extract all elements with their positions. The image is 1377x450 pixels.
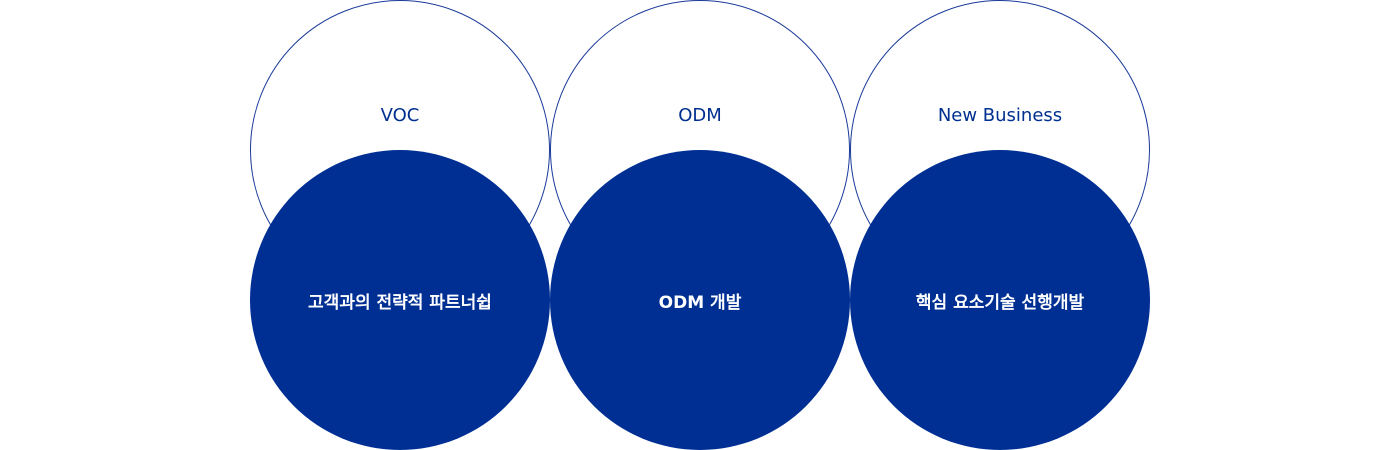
circle-label-new-business: New Business	[937, 105, 1063, 126]
filled-circle-core-tech: 핵심 요소기술 선행개발	[850, 150, 1150, 450]
filled-circle-odm-development: ODM 개발	[550, 150, 850, 450]
filled-label-odm-development: ODM 개발	[658, 293, 742, 313]
filled-circle-partnership: 고객과의 전략적 파트너쉽	[250, 150, 550, 450]
filled-label-core-tech: 핵심 요소기술 선행개발	[915, 293, 1085, 313]
filled-label-partnership: 고객과의 전략적 파트너쉽	[308, 293, 492, 313]
circle-label-odm: ODM	[678, 105, 722, 126]
circle-label-voc: VOC	[380, 105, 420, 126]
